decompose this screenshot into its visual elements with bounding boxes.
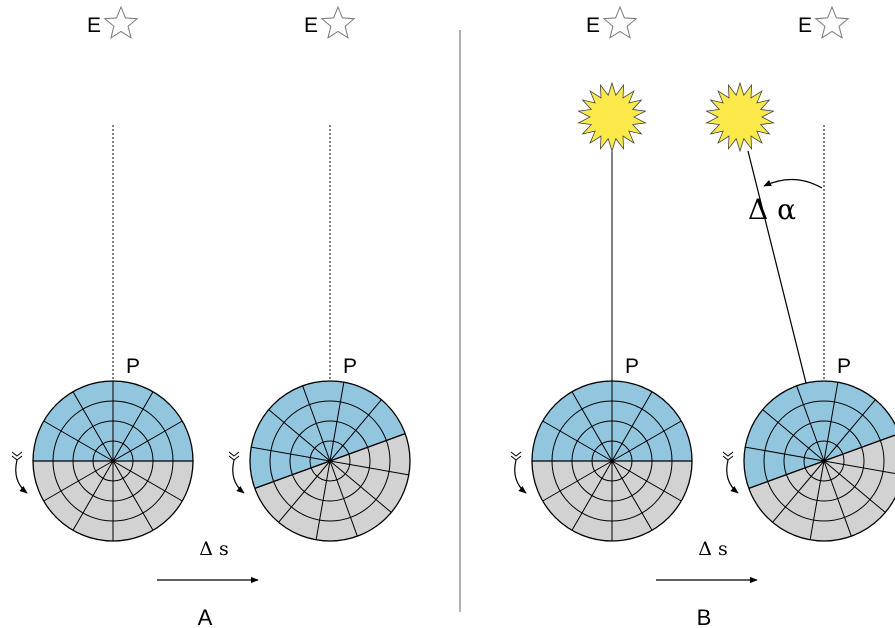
rotation-arrow-icon xyxy=(510,451,527,494)
star-outline-icon xyxy=(602,5,638,39)
globe-meridian xyxy=(611,420,682,462)
globe-meridian xyxy=(112,460,183,502)
globe-meridian xyxy=(302,385,331,462)
star-outline-icon xyxy=(103,5,139,39)
star-outline-icon xyxy=(320,5,356,39)
night-hemisphere xyxy=(748,435,895,541)
globe-meridian xyxy=(809,460,825,540)
planet-label: P xyxy=(126,355,140,378)
rotation-arrow-icon xyxy=(11,451,28,494)
globe-meridian xyxy=(611,460,682,502)
planet-globe xyxy=(32,380,194,542)
globe-meridian xyxy=(112,391,154,462)
star-label: E xyxy=(87,14,101,37)
sun-icon xyxy=(577,81,647,153)
planet-globe xyxy=(743,380,895,542)
arrow-curve xyxy=(15,459,28,494)
sun-sightline xyxy=(747,150,807,384)
globe-meridian xyxy=(542,420,613,462)
day-hemisphere xyxy=(744,381,895,489)
globe-ring xyxy=(269,400,391,522)
globe-meridian xyxy=(268,409,331,462)
globe-outline xyxy=(32,380,194,542)
globe-meridian xyxy=(315,460,331,540)
arrow-curve xyxy=(514,459,527,494)
globe-meridian xyxy=(112,420,183,462)
globe-meridian xyxy=(43,460,114,502)
displacement-label: Δ s xyxy=(698,538,728,560)
globe-meridian xyxy=(823,399,876,462)
globe-meridian xyxy=(329,460,358,537)
globe-ring xyxy=(289,420,371,502)
day-hemisphere xyxy=(250,381,406,489)
globe-meridian xyxy=(571,391,613,462)
rotation-arrow-icon xyxy=(722,451,739,494)
star-label: E xyxy=(798,14,812,37)
globe-outline xyxy=(249,380,411,542)
planet-globe xyxy=(249,380,411,542)
arrow-curve xyxy=(232,459,245,494)
arrow-fletch xyxy=(11,451,23,457)
globe-meridian xyxy=(72,391,114,462)
planet-label: P xyxy=(837,355,851,378)
arrow-curve xyxy=(726,459,739,494)
globe-meridian xyxy=(762,409,825,462)
globe-meridian xyxy=(43,420,114,462)
displacement-label: Δ s xyxy=(199,538,229,560)
globe-meridian xyxy=(823,460,895,475)
star-label: E xyxy=(304,14,318,37)
planet-label: P xyxy=(625,355,639,378)
globe-ring xyxy=(783,420,865,502)
rotation-arrow-icon xyxy=(228,451,245,494)
globe-meridian xyxy=(571,460,613,531)
globe-meridian xyxy=(329,460,409,476)
planet-globe xyxy=(531,380,693,542)
star-label: E xyxy=(586,14,600,37)
angle-arc-arrow xyxy=(763,178,823,189)
panel-label: B xyxy=(697,605,712,628)
globe-meridian xyxy=(329,382,345,462)
globe-meridian xyxy=(823,382,839,462)
globe-meridian xyxy=(329,460,392,513)
globe-meridian xyxy=(611,460,653,531)
globe-meridian xyxy=(112,460,154,531)
globe-ring xyxy=(763,400,885,522)
terminator-line xyxy=(254,433,406,489)
panel-label: A xyxy=(198,605,213,628)
night-hemisphere xyxy=(254,433,410,541)
star-outline-icon xyxy=(814,5,850,39)
globe-ring xyxy=(803,440,845,482)
arrow-fletch xyxy=(228,451,240,457)
globe-meridian xyxy=(772,460,825,523)
globe-ring xyxy=(309,440,351,482)
globe-meridian xyxy=(542,460,613,502)
terminator-line xyxy=(748,434,895,489)
globe-meridian xyxy=(611,391,653,462)
globe-meridian xyxy=(251,446,331,462)
sun-icon xyxy=(705,81,775,153)
arrow-fletch xyxy=(722,451,734,457)
globe-meridian xyxy=(823,460,886,513)
globe-meridian xyxy=(745,446,825,462)
globe-meridian xyxy=(823,460,852,537)
globe-outline xyxy=(743,380,895,542)
planet-label: P xyxy=(343,355,357,378)
globe-meridian xyxy=(796,385,825,462)
globe-meridian xyxy=(329,399,382,462)
arrow-fletch xyxy=(510,451,522,457)
angle-label: Δ α xyxy=(748,193,796,226)
globe-meridian xyxy=(72,460,114,531)
globe-meridian xyxy=(278,460,331,523)
